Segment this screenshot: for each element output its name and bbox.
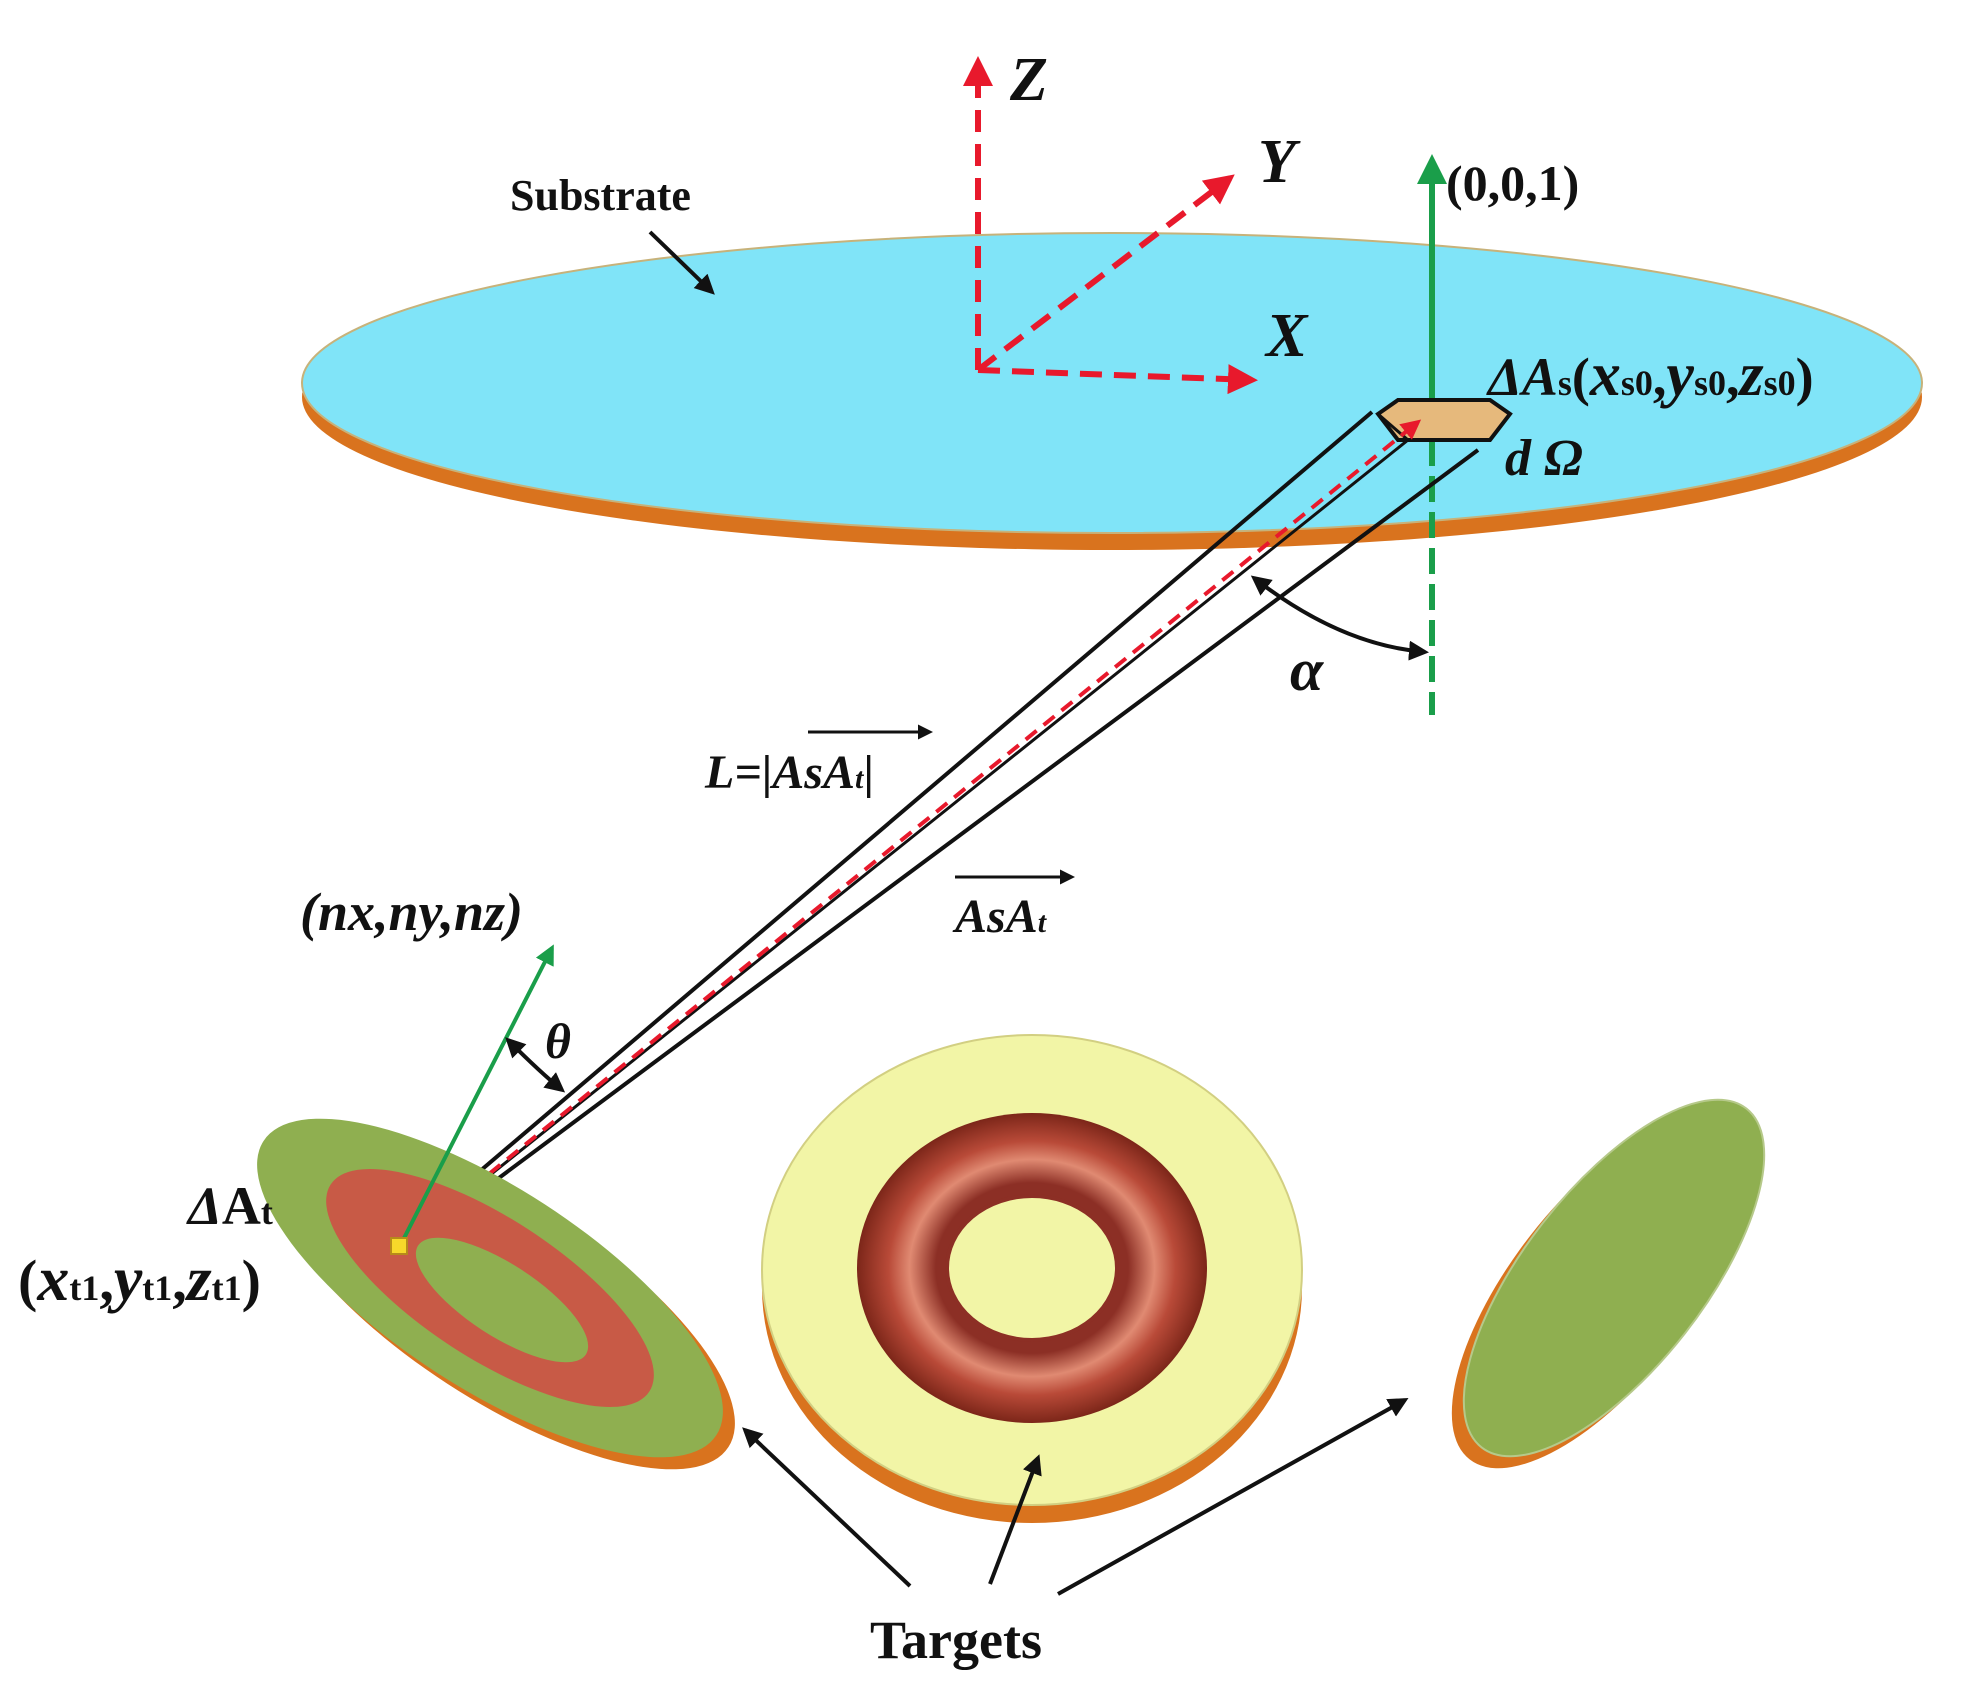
vector-label: AsAt — [952, 890, 1048, 943]
d-omega-label: d Ω — [1505, 430, 1583, 487]
coordinate-axes — [963, 56, 1258, 395]
substrate-label: Substrate — [510, 171, 691, 220]
target-patch-coords: (xt1,yt1,zt1) — [18, 1243, 261, 1314]
z-axis-label: Z — [1009, 46, 1048, 114]
distance-label: L=|AsAt| — [704, 746, 874, 799]
target-right — [1451, 1098, 1766, 1469]
emission-direction-arrow — [398, 419, 1422, 1248]
substrate-disk — [301, 232, 1923, 550]
x-axis-arrow — [977, 364, 1258, 395]
alpha-label: α — [1290, 637, 1324, 703]
targets-pointer-left — [742, 1427, 912, 1588]
alpha-angle-arc — [1250, 575, 1429, 661]
substrate-pointer-arrow — [648, 230, 715, 295]
theta-label: θ — [545, 1013, 571, 1069]
targets-label: Targets — [870, 1610, 1042, 1670]
x-axis-label: X — [1264, 302, 1309, 370]
normal-vector-label: (0,0,1) — [1446, 155, 1579, 211]
y-axis-label: Y — [1258, 128, 1301, 196]
target-normal-arrow — [398, 944, 554, 1247]
target-left — [257, 1118, 735, 1470]
target-middle — [761, 1034, 1303, 1523]
targets-pointer-middle — [988, 1454, 1042, 1585]
target-normal-label: (nx,ny,nz) — [300, 882, 523, 942]
theta-angle-arc — [505, 1037, 566, 1093]
targets-pointer-right — [1057, 1398, 1409, 1596]
y-axis-arrow — [976, 174, 1235, 373]
target-patch — [390, 1237, 408, 1255]
target-patch-label: ΔAt — [186, 1176, 273, 1236]
patch-source-label: ΔAs(xs0,ys0,zs0) — [1486, 341, 1814, 409]
